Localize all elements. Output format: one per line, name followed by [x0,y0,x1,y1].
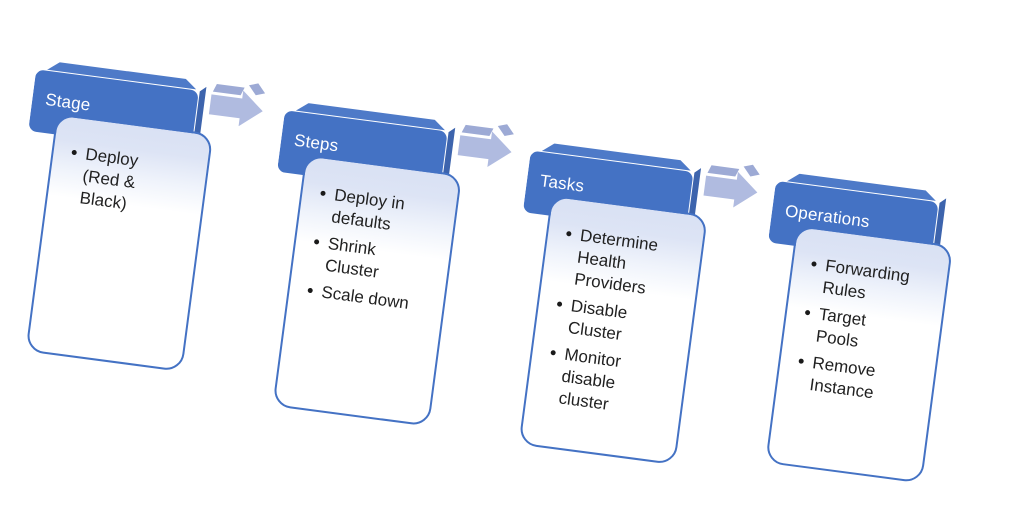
arrow-right-icon [703,164,760,208]
bullet-item: Shrink Cluster [324,233,419,288]
bullet-item: Determine Health Providers [573,225,671,302]
flow-arrow-3 [701,158,763,211]
bullet-item: Disable Cluster [567,295,662,350]
bullet-list: Deploy (Red & Black) [47,116,211,225]
bullet-list: Deploy in defaults Shrink Cluster Scale … [288,156,459,319]
flow-group-steps: Steps Deploy in defaults Shrink Cluster … [272,96,485,427]
arrow-right-icon [457,124,514,168]
flow-arrow-1 [207,76,269,129]
bullet-list: Forwarding Rules Target Pools Remove Ins… [777,227,951,412]
flow-group-stage: Stage Deploy (Red & Black) [25,55,236,372]
bullet-item: Deploy (Red & Black) [78,144,176,221]
bullet-item: Monitor disable cluster [557,344,655,421]
tasks-card: Determine Health Providers Disable Clust… [518,194,708,466]
operations-card: Forwarding Rules Target Pools Remove Ins… [765,224,954,484]
flow-group-tasks: Tasks Determine Health Providers Disable… [518,137,731,466]
stage-card: Deploy (Red & Black) [25,113,214,372]
steps-card: Deploy in defaults Shrink Cluster Scale … [272,154,463,427]
bullet-list: Determine Health Providers Disable Clust… [526,197,706,425]
bullet-item: Deploy in defaults [330,184,425,239]
bullet-item: Target Pools [815,304,910,359]
bullet-item: Remove Instance [808,352,903,407]
flow-arrow-2 [456,117,518,170]
bullet-item: Forwarding Rules [821,255,916,310]
flow-group-operations: Operations Forwarding Rules Target Pools… [765,167,976,484]
bullet-item: Scale down [320,282,412,316]
arrow-right-icon [208,83,266,127]
